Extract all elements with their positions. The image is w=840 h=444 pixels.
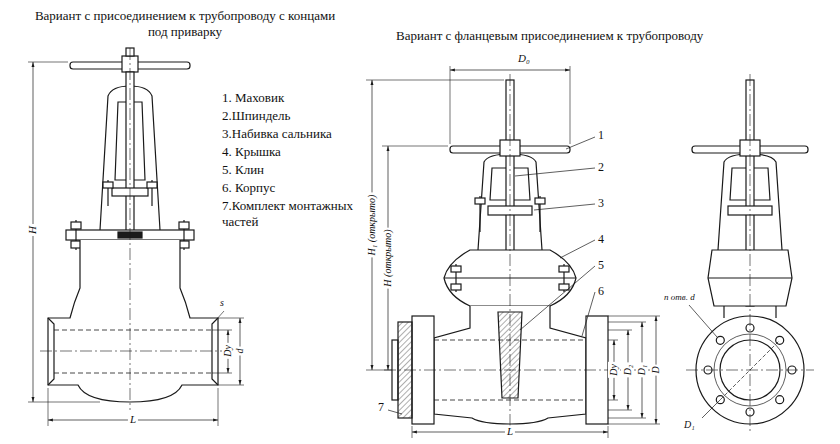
flanged-valve-front-view (366, 66, 664, 438)
flanged-valve-front-view (451, 266, 461, 272)
flanged-valve-side-view (686, 74, 814, 432)
flanged-valve-front-view (608, 400, 618, 401)
weld-valve-drawing (212, 318, 218, 385)
weld-valve-drawing (28, 48, 244, 426)
flanged-valve-side-view (750, 74, 751, 432)
dimension-label: L (505, 425, 515, 438)
flanged-valve-side-view (776, 396, 784, 404)
flanged-valve-front-view (608, 418, 646, 419)
flanged-valve-front-view (388, 410, 402, 414)
flanged-valve-front-view (520, 266, 595, 330)
weld-valve-drawing (28, 402, 100, 403)
dimension-label: D₁ (636, 363, 648, 378)
callout-number: 6 (598, 284, 604, 298)
part-list-item: 3.Набивка сальника (222, 126, 372, 142)
weld-valve-drawing (71, 222, 81, 229)
dimension-label: D₁ (684, 419, 695, 431)
flanged-valve-front-view (515, 168, 595, 176)
flanged-valve-front-view (451, 284, 461, 290)
flanged-valve-front-view (560, 240, 595, 258)
flanged-valve-front-view (608, 330, 632, 331)
weld-valve-drawing (48, 240, 218, 402)
view-heading: Вариант с присоединением к трубопроводу … (30, 8, 340, 39)
dimension-label: s (220, 297, 224, 309)
weld-valve-drawing (54, 373, 212, 374)
dimension-label: H (открыто) (382, 227, 394, 288)
hole-note: n отв. d (664, 292, 695, 303)
flanged-valve-front-view (366, 370, 392, 371)
weld-valve-drawing (40, 351, 226, 352)
weld-valve-drawing (130, 48, 131, 410)
flanged-valve-side-view (720, 340, 779, 399)
part-list-item: 1. Маховик (222, 90, 372, 106)
flanged-valve-front-view (608, 316, 660, 317)
dimension-label: D₂ (622, 363, 634, 378)
flanged-valve-front-view (582, 292, 595, 336)
flanged-valve-front-view (382, 146, 448, 147)
weld-valve-drawing (216, 311, 224, 320)
flanged-valve-front-view (559, 266, 569, 272)
weld-valve-drawing (103, 182, 113, 188)
flanged-valve-front-view (366, 80, 504, 81)
weld-valve-drawing (179, 222, 189, 229)
weld-valve-drawing (147, 182, 157, 188)
callout-number: 5 (598, 258, 604, 272)
flanged-valve-side-view (702, 400, 720, 418)
weld-valve-drawing (212, 330, 232, 331)
dimension-label: L (128, 413, 138, 426)
part-list-item: 7.Комплект монтажных частей (222, 198, 372, 229)
callout-number: 1 (598, 128, 604, 142)
part-list-item: 6. Корпус (222, 180, 372, 196)
view-heading: Вариант с фланцевым присоединением к тру… (396, 28, 836, 44)
callout-number: 7 (378, 400, 384, 414)
flanged-valve-front-view (535, 198, 545, 204)
dimension-label: H₁ (открыто) (366, 193, 378, 258)
weld-valve-drawing (212, 373, 232, 374)
weld-valve-drawing (28, 62, 68, 63)
flanged-valve-side-view (723, 306, 724, 318)
callout-number: 3 (598, 196, 604, 210)
flanged-valve-front-view (608, 410, 632, 411)
callout-number: 2 (598, 160, 604, 174)
flanged-valve-side-view (689, 305, 717, 337)
dimension-label: D₀ (518, 52, 530, 65)
weld-valve-drawing (48, 318, 54, 385)
flanged-valve-front-view (608, 340, 618, 341)
part-list-item: 5. Клин (222, 162, 372, 178)
dimension-label: D (650, 364, 662, 375)
part-list-item: 2.Шпиндель (222, 108, 372, 124)
part-list-item: 4. Крышка (222, 144, 372, 160)
flanged-valve-front-view (570, 66, 571, 144)
flanged-valve-front-view (534, 204, 595, 210)
flanged-valve-front-view (475, 198, 485, 204)
dimension-label: Dу (222, 343, 234, 359)
flanged-valve-front-view (608, 322, 646, 323)
flanged-valve-side-view (775, 306, 776, 318)
flanged-valve-front-view (566, 137, 595, 149)
callout-number: 4 (598, 232, 604, 246)
dimension-label: d (234, 347, 246, 356)
flanged-valve-front-view (608, 424, 660, 425)
flanged-valve-front-view (450, 66, 451, 144)
flanged-valve-front-view (510, 74, 511, 428)
dimension-label: Dу (608, 362, 620, 378)
flanged-valve-side-view (716, 336, 724, 344)
weld-valve-drawing (54, 330, 212, 331)
flanged-valve-front-view (450, 70, 570, 71)
dimension-label: H (26, 224, 39, 236)
